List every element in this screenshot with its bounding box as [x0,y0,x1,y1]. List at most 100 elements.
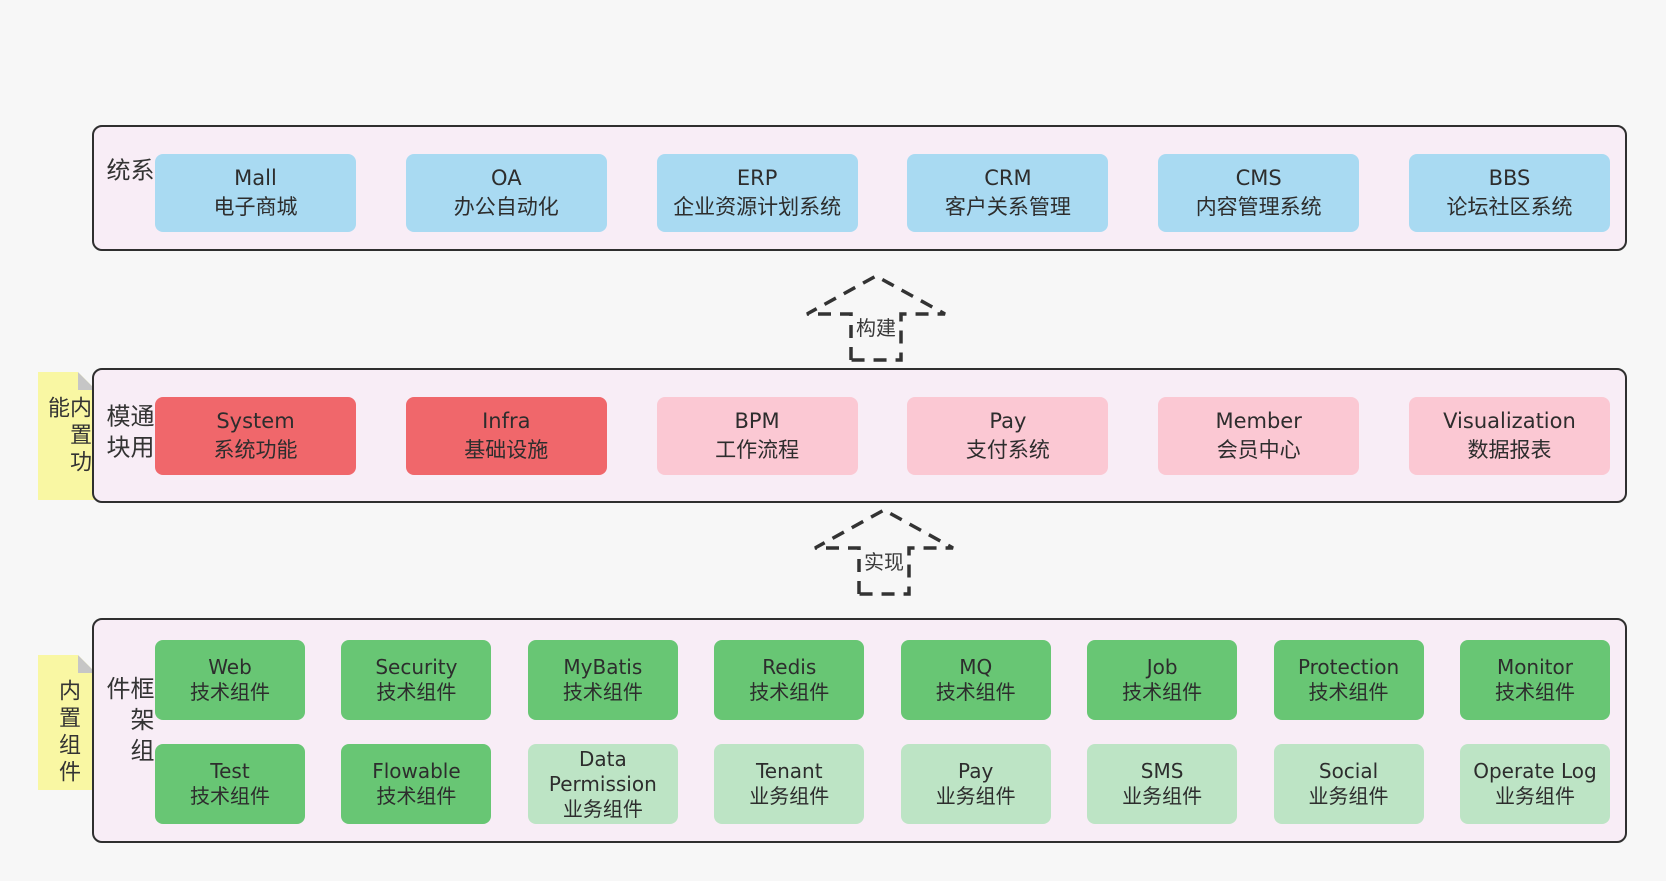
implement-arrow-label: 实现 [864,550,904,574]
box-tenant: Tenant 业务组件 [714,744,865,824]
box-subtitle: 技术组件 [935,680,1016,704]
box-social: Social 业务组件 [1273,744,1424,824]
note-label: 内置功能 [44,396,91,477]
box-subtitle: 业务组件 [935,784,1016,808]
box-subtitle: 业务组件 [1122,784,1203,808]
box-crm: CRM 客户关系管理 [907,154,1109,232]
box-title: OA [491,165,522,190]
box-title: Job [1146,655,1178,679]
box-subtitle: 技术组件 [190,680,270,704]
build-arrow-icon: 构建 [806,274,946,362]
box-subtitle: 电子商城 [213,195,298,219]
box-system: System 系统功能 [155,397,356,475]
box-web: Web 技术组件 [155,640,305,720]
box-title: System [216,408,295,433]
box-title: Security [375,655,458,679]
box-member: Member 会员中心 [1158,397,1360,475]
box-visualization: Visualization 数据报表 [1408,397,1610,475]
box-job: Job 技术组件 [1087,640,1238,720]
box-subtitle: 业务组件 [1308,784,1389,808]
box-redis: Redis 技术组件 [714,640,865,720]
box-subtitle: 办公自动化 [453,195,559,219]
box-title: CRM [984,165,1032,190]
box-title: Tenant [755,759,823,783]
box-title: Monitor [1496,655,1573,679]
box-subtitle: 会员中心 [1216,438,1301,462]
box-title: MyBatis [563,655,643,679]
box-title: Protection [1297,655,1400,679]
box-subtitle: 技术组件 [1494,680,1575,704]
panel-business-systems: 业务系统 Mall 电子商城 OA 办公自动化 ERP 企业资源计划系统 CRM… [92,125,1627,251]
box-bpm: BPM 工作流程 [656,397,858,475]
box-title: Infra [482,408,531,433]
box-subtitle: 技术组件 [1122,680,1203,704]
box-subtitle: 论坛社区系统 [1446,195,1573,219]
box-subtitle: 支付系统 [965,438,1050,462]
box-subtitle: 技术组件 [562,680,643,704]
panel-label-common-modules: 通用模块 [102,402,154,465]
box-mybatis: MyBatis 技术组件 [527,640,678,720]
box-erp: ERP 企业资源计划系统 [656,154,858,232]
box-title: Web [208,655,252,679]
panel-label-framework-components: 框架组件 [102,675,154,769]
box-title: ERP [736,165,778,190]
box-data-permission: Data Permission 业务组件 [527,744,678,824]
box-subtitle: 客户关系管理 [944,195,1071,219]
box-title: BBS [1488,165,1531,190]
box-subtitle: 技术组件 [376,784,457,808]
box-infra: Infra 基础设施 [405,397,607,475]
box-title: Data Permission [548,746,657,796]
box-subtitle: 业务组件 [1494,784,1575,808]
box-title: CMS [1235,165,1282,190]
box-title: Member [1215,408,1302,433]
box-subtitle: 数据报表 [1467,438,1552,462]
box-sms: SMS 业务组件 [1087,744,1238,824]
sticky-note-built-in-components: 内置组件 [38,655,96,790]
box-subtitle: 企业资源计划系统 [673,195,842,219]
box-title: Pay [958,759,994,783]
box-title: Pay [989,408,1027,433]
business-systems-row: Mall 电子商城 OA 办公自动化 ERP 企业资源计划系统 CRM 客户关系… [155,154,1610,232]
box-subtitle: 基础设施 [464,438,549,462]
box-title: Flowable [372,759,461,783]
framework-components-row-1: Web 技术组件 Security 技术组件 MyBatis 技术组件 Redi… [155,640,1610,720]
box-subtitle: 技术组件 [1308,680,1389,704]
sticky-note-built-in-features: 内置功能 [38,372,96,500]
box-title: Redis [762,655,817,679]
box-subtitle: 业务组件 [749,784,830,808]
box-mall: Mall 电子商城 [155,154,356,232]
box-title: MQ [959,655,993,679]
note-label: 内置组件 [55,679,80,787]
build-arrow-label: 构建 [856,316,896,340]
box-subtitle: 工作流程 [715,438,800,462]
box-subtitle: 系统功能 [213,438,298,462]
box-subtitle: 业务组件 [562,796,643,821]
box-title: SMS [1140,759,1184,783]
box-title: Operate Log [1473,759,1597,783]
panel-common-modules: 通用模块 System 系统功能 Infra 基础设施 BPM 工作流程 Pay… [92,368,1627,503]
box-pay-business: Pay 业务组件 [900,744,1051,824]
box-title: Visualization [1443,408,1576,433]
box-flowable: Flowable 技术组件 [341,744,492,824]
box-mq: MQ 技术组件 [900,640,1051,720]
box-monitor: Monitor 技术组件 [1459,640,1610,720]
box-subtitle: 内容管理系统 [1195,195,1322,219]
box-protection: Protection 技术组件 [1273,640,1424,720]
box-oa: OA 办公自动化 [405,154,607,232]
box-cms: CMS 内容管理系统 [1158,154,1360,232]
box-security: Security 技术组件 [341,640,492,720]
box-title: Test [210,759,250,783]
common-modules-row: System 系统功能 Infra 基础设施 BPM 工作流程 Pay 支付系统… [155,397,1610,475]
box-subtitle: 技术组件 [190,784,270,808]
box-bbs: BBS 论坛社区系统 [1408,154,1610,232]
box-title: Social [1318,759,1379,783]
box-subtitle: 技术组件 [376,680,457,704]
framework-components-row-2: Test 技术组件 Flowable 技术组件 Data Permission … [155,744,1610,824]
box-operate-log: Operate Log 业务组件 [1459,744,1610,824]
box-subtitle: 技术组件 [749,680,830,704]
implement-arrow-icon: 实现 [814,508,954,596]
box-title: BPM [734,408,780,433]
box-title: Mall [234,165,277,190]
panel-framework-components: 框架组件 Web 技术组件 Security 技术组件 MyBatis 技术组件… [92,618,1627,843]
